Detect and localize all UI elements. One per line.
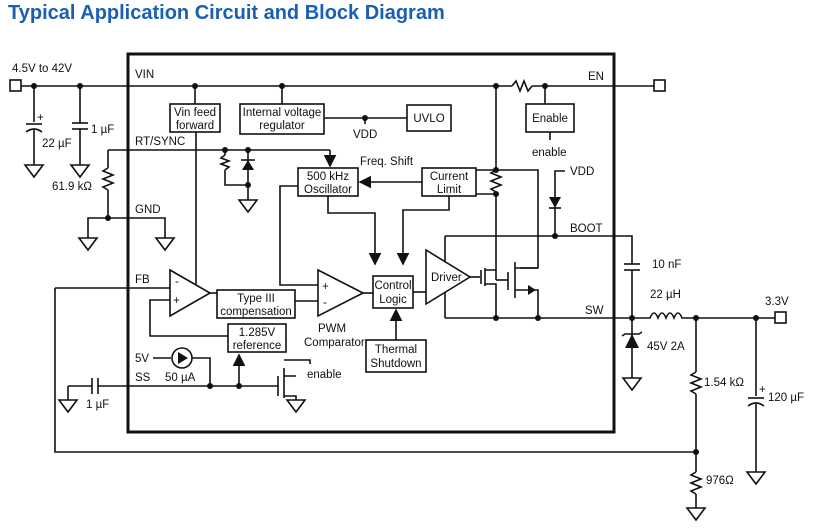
en-pin-label: EN bbox=[588, 71, 604, 83]
inductor-value: 22 µH bbox=[650, 289, 681, 301]
r-top-value: 1.54 kΩ bbox=[704, 377, 744, 389]
rt-sync-network bbox=[77, 147, 337, 252]
c-ss-value: 1 µF bbox=[86, 399, 109, 411]
pwm-label-line1: PWM bbox=[318, 323, 346, 335]
c-boot-value: 10 nF bbox=[652, 259, 681, 271]
control-logic-line1: Control bbox=[374, 280, 411, 292]
cap-polarity-plus: + bbox=[37, 112, 44, 124]
gnd-pin-label: GND bbox=[135, 204, 161, 216]
reference-block bbox=[227, 323, 287, 353]
ss-enable-label: enable bbox=[307, 369, 342, 381]
r-bottom-value: 976Ω bbox=[706, 475, 734, 487]
vdd-label-regulator: VDD bbox=[353, 129, 377, 141]
oscillator-line1: 500 kHz bbox=[307, 171, 349, 183]
current-limit-line1: Current bbox=[430, 171, 469, 183]
type3-compensation-block bbox=[216, 289, 296, 319]
current-source-value: 50 µA bbox=[165, 372, 196, 384]
c-in-value: 1 µF bbox=[91, 124, 114, 136]
ic-outline bbox=[126, 52, 616, 434]
control-logic-line2: Logic bbox=[379, 294, 407, 306]
vin-feed-forward-block bbox=[169, 103, 221, 133]
c-in-bulk-value: 22 µF bbox=[42, 138, 72, 150]
vin-rail bbox=[9, 78, 666, 94]
oscillator-line2: Oscillator bbox=[304, 184, 352, 196]
fb-pin-label: FB bbox=[135, 274, 150, 286]
diode-rating: 45V 2A bbox=[647, 341, 685, 353]
reference-line2: reference bbox=[233, 340, 282, 352]
c-out-value: 120 µF bbox=[768, 392, 804, 404]
thermal-shutdown-line1: Thermal bbox=[375, 344, 417, 356]
c-out-polarity: + bbox=[759, 384, 766, 396]
vin-feed-forward-line1: Vin feed bbox=[174, 107, 216, 119]
boot-pin-label: BOOT bbox=[570, 223, 603, 235]
internal-regulator-line1: Internal voltage bbox=[243, 107, 322, 119]
enable-block bbox=[525, 103, 575, 133]
current-limit-block bbox=[421, 167, 477, 197]
thermal-shutdown-line2: Shutdown bbox=[370, 358, 421, 370]
mosfet-pair bbox=[480, 262, 539, 318]
output-voltage-label: 3.3V bbox=[765, 296, 789, 308]
freq-shift-label: Freq. Shift bbox=[360, 156, 414, 168]
enable-signal-label: enable bbox=[532, 147, 567, 159]
error-amplifier bbox=[169, 268, 212, 318]
internal-regulator-line2: regulator bbox=[259, 120, 305, 132]
reference-line1: 1.285V bbox=[239, 327, 276, 339]
input-capacitors bbox=[23, 86, 91, 179]
error-amp-minus: - bbox=[175, 276, 179, 288]
enable-block-label: Enable bbox=[532, 113, 568, 125]
uvlo-label: UVLO bbox=[413, 113, 444, 125]
vdd-label-boot: VDD bbox=[570, 166, 594, 178]
ss-pin-label: SS bbox=[135, 372, 151, 384]
page-title: Typical Application Circuit and Block Di… bbox=[8, 2, 445, 24]
pwm-comparator bbox=[317, 268, 365, 318]
control-logic-block bbox=[372, 275, 414, 309]
vin-feed-forward-line2: forward bbox=[176, 120, 214, 132]
vin-pin-label: VIN bbox=[135, 69, 154, 81]
pwm-plus: + bbox=[322, 281, 329, 293]
uvlo-block bbox=[406, 104, 452, 132]
r-rt-value: 61.9 kΩ bbox=[52, 181, 92, 193]
pwm-minus: - bbox=[323, 297, 327, 309]
sw-pin-label: SW bbox=[585, 305, 604, 317]
error-amp-plus: + bbox=[173, 295, 180, 307]
rt-sync-pin-label: RT/SYNC bbox=[135, 136, 185, 148]
driver-label: Driver bbox=[431, 272, 462, 284]
driver-amplifier bbox=[425, 248, 472, 306]
current-limit-line2: Limit bbox=[437, 184, 462, 196]
type3-line2: compensation bbox=[220, 306, 292, 318]
five-v-label: 5V bbox=[135, 353, 149, 365]
type3-line1: Type III bbox=[237, 293, 275, 305]
pwm-label-line2: Comparator bbox=[304, 337, 365, 349]
input-voltage-label: 4.5V to 42V bbox=[12, 63, 72, 75]
thermal-shutdown-block bbox=[365, 339, 427, 373]
internal-regulator-block bbox=[239, 103, 325, 135]
